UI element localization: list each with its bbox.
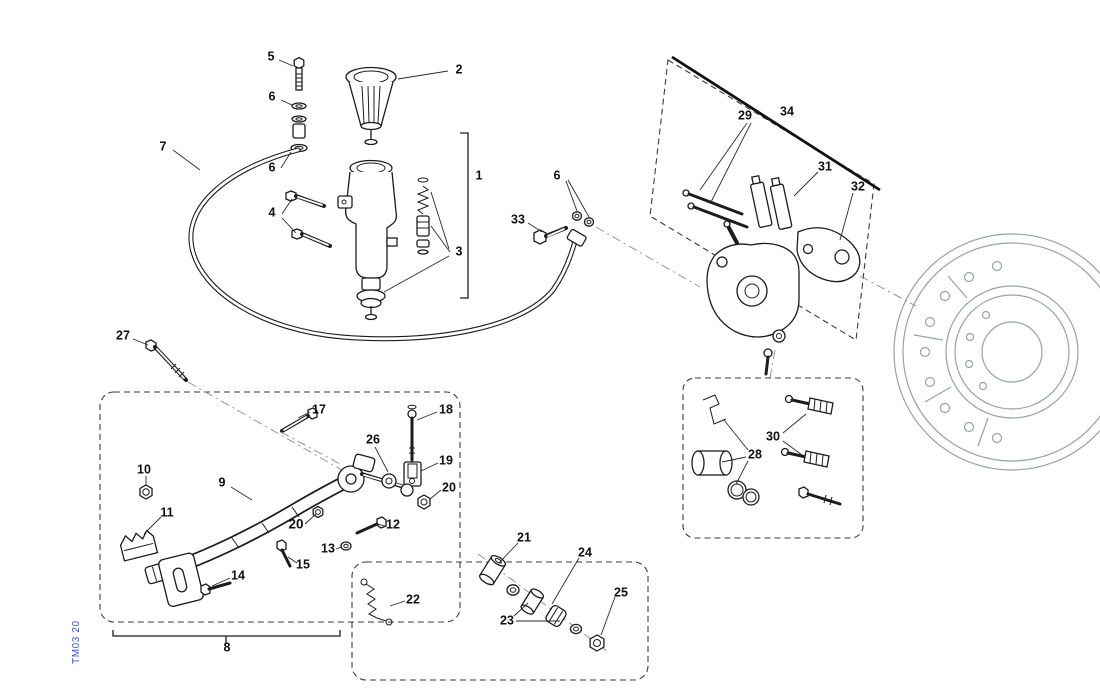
callout-32-13: 32 [851,179,865,193]
caliper-piston [691,450,733,476]
brake-pedal-assembly [112,339,431,643]
master-cylinder-assembly [285,56,469,321]
piston-repair-parts-3 [416,177,430,255]
callout-20-21: 20 [442,480,456,494]
nut-20-right [417,494,431,510]
bushing-21 [479,554,507,586]
bushing-set [477,553,609,653]
hose-banjo-fitting [292,123,306,139]
caliper-body [706,220,800,376]
callout-34-11: 34 [780,104,794,118]
assembly-8-bracket [112,630,341,643]
clevis-19 [403,461,422,487]
callout-18-16: 18 [439,402,453,416]
caliper-kit-boundary [682,377,864,539]
pad-spring-28 [702,394,727,425]
callout-6-9: 6 [554,168,561,182]
washer-13 [340,541,352,551]
callout-30-33: 30 [766,429,780,443]
bolt-17 [280,407,318,433]
caliper-service-kit [691,394,842,506]
callout-5-0: 5 [268,49,275,63]
bolt-14 [200,581,232,596]
caliper-assembly-34-line [671,55,881,192]
callout-9-20: 9 [219,475,226,489]
nut-20-left [312,505,324,519]
callout-28-34: 28 [748,447,762,461]
nut-25 [589,634,605,652]
brake-caliper-assembly [682,174,861,376]
washer-6-upper [291,102,307,123]
master-cylinder-body [337,159,398,321]
connector-lines [595,226,917,379]
return-spring-22 [360,578,393,626]
bushing-26 [385,477,393,485]
brake-pads-31 [750,174,793,230]
callout-4-6: 4 [269,205,276,219]
callout-17-15: 17 [312,402,326,416]
callout-3-7: 3 [456,244,463,258]
link-arm [360,472,414,497]
callout-10-19: 10 [137,462,151,476]
callout-2-2: 2 [456,62,463,76]
callout-33-8: 33 [511,212,525,226]
nut-10 [139,484,153,500]
callout-6-4: 6 [269,160,276,174]
callout-27-14: 27 [116,328,130,342]
callout-12-24: 12 [386,517,400,531]
callout-20-23: 20 [288,517,303,532]
banjo-bolt-33 [533,211,595,245]
callout-7-3: 7 [160,139,167,153]
pedal-arm-9 [144,453,376,585]
callout-21-29: 21 [517,530,531,544]
callout-23-31: 23 [500,613,514,627]
callout-29-10: 29 [738,108,752,122]
callout-1-5: 1 [476,168,483,182]
assembly-1-bracket [460,132,469,299]
bolts-4 [285,190,332,248]
callout-22-28: 22 [406,592,420,606]
rubber-bush-24 [545,604,567,628]
callout-11-22: 11 [160,505,173,519]
reservoir-cap-2 [345,66,397,146]
callout-25-32: 25 [614,585,628,599]
bushing-23a [520,588,545,615]
slider-pins-30 [780,394,842,506]
spacer-ring-a [506,584,520,596]
brake-disc [893,233,1100,471]
pushrod-18 [407,404,417,462]
caliper-bracket-32 [796,227,861,283]
callout-8-35: 8 [224,640,231,654]
bolt-27-axis [187,381,343,471]
callout-31-12: 31 [818,159,832,173]
bolt-5 [293,56,305,91]
piston-seals [727,480,760,506]
bolt-15 [276,539,292,568]
bolt-17-axis [280,431,341,465]
pedal-tip-11 [119,529,159,562]
watermark-code: TM03 20 [71,620,82,664]
callout-14-27: 14 [231,568,245,582]
callout-15-26: 15 [296,557,310,571]
callout-26-17: 26 [366,432,380,446]
pedal-assembly-boundary [99,391,461,623]
mount-plate [158,552,204,607]
pad-pins-29 [682,189,749,229]
callout-24-30: 24 [578,545,592,559]
callout-6-1: 6 [269,89,276,103]
spacer-ring-b [569,623,583,635]
brake-hose-7 [188,147,587,342]
callout-13-25: 13 [321,541,335,555]
leader-lines [132,59,854,636]
callout-19-18: 19 [439,453,453,467]
bolt-27 [145,339,188,382]
